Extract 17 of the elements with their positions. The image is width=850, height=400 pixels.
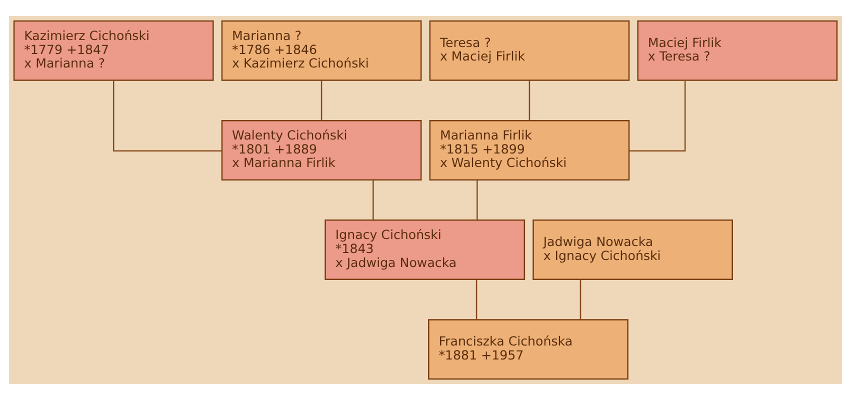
connector [320, 80, 322, 120]
connector [476, 180, 478, 220]
connector [628, 80, 686, 152]
node-box: Teresa ? x Maciej Firlik [428, 20, 630, 81]
node-box: Maciej Firlik x Teresa ? [636, 20, 838, 81]
node-box: Marianna Firlik *1815 +1899 x Walenty Cichoński [428, 120, 630, 180]
connector [579, 280, 581, 320]
node-box: Marianna ? *1786 +1846 x Kazimierz Cichoński [220, 20, 422, 81]
node-box: Kazimierz Cichoński *1779 +1847 x Marianna ? [12, 20, 214, 81]
connector [372, 180, 374, 220]
connector [475, 280, 477, 320]
connector [112, 80, 222, 152]
node-box: Jadwiga Nowacka x Ignacy Cichoński [532, 220, 732, 280]
node-box: Ignacy Cichoński *1843 x Jadwiga Nowacka [324, 220, 525, 280]
connector [528, 80, 530, 120]
node-box: Franciszka Cichońska *1881 +1957 [428, 319, 628, 380]
node-box: Walenty Cichoński *1801 +1889 x Marianna Firlik [220, 120, 422, 180]
